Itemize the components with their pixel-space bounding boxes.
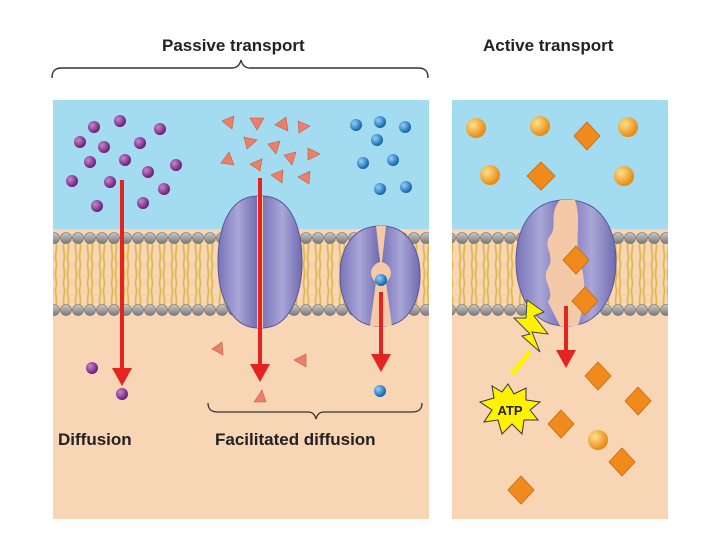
passive-transport-heading: Passive transport xyxy=(162,36,305,55)
atp-label: ATP xyxy=(497,403,522,418)
purple-molecules xyxy=(66,115,182,400)
facilitated-bracket xyxy=(207,402,423,420)
carrier-protein xyxy=(339,225,421,327)
pump-protein xyxy=(515,199,617,327)
channel-protein xyxy=(217,195,303,329)
orange-spheres xyxy=(466,116,638,450)
facilitated-diffusion-label: Facilitated diffusion xyxy=(215,430,376,449)
active-transport-heading: Active transport xyxy=(483,36,614,55)
orange-diamonds xyxy=(507,121,652,505)
diffusion-label: Diffusion xyxy=(58,430,132,449)
salmon-molecules xyxy=(211,115,321,403)
passive-bracket xyxy=(51,59,429,79)
passive-panel xyxy=(53,100,429,519)
atp-burst-icon: ATP xyxy=(478,383,542,436)
blue-molecules xyxy=(350,116,412,397)
active-panel: ATP xyxy=(452,100,668,519)
energy-bolt-icon xyxy=(512,299,550,353)
